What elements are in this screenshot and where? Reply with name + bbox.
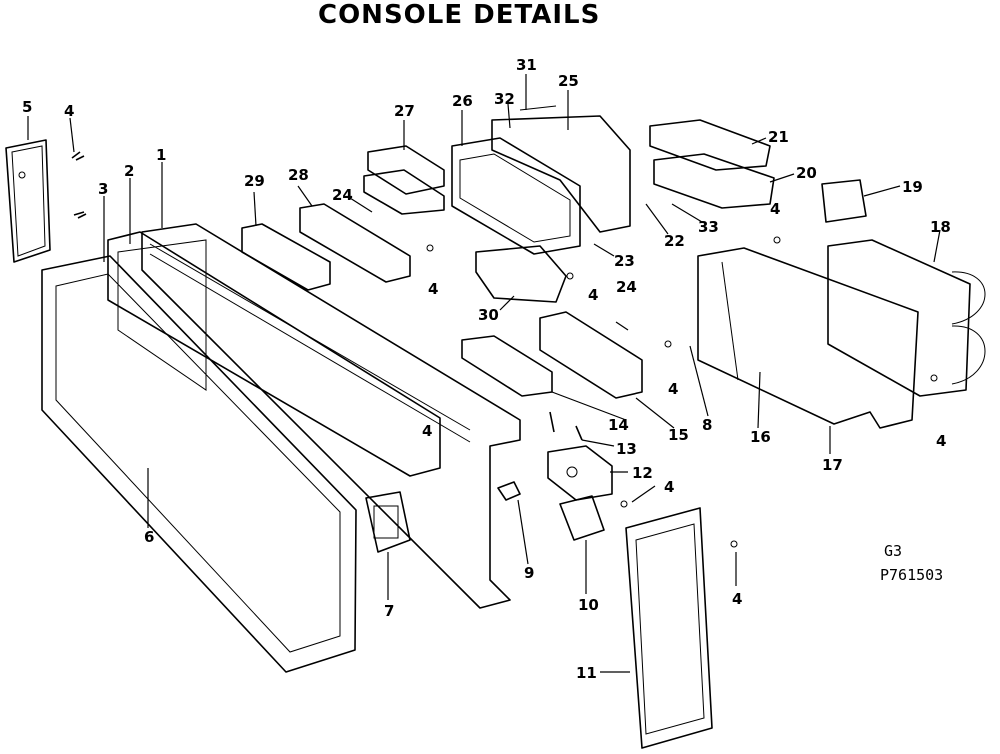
callout-10: 10 xyxy=(578,596,599,614)
part-6-front-frame xyxy=(41,255,357,673)
callout-13: 13 xyxy=(616,440,637,458)
part-19-relay xyxy=(821,179,867,223)
callout-12: 12 xyxy=(632,464,653,482)
callout-27: 27 xyxy=(394,102,415,120)
callout-26: 26 xyxy=(452,92,473,110)
part-5-end-cap xyxy=(5,139,51,263)
callout-4: 4 xyxy=(936,432,946,450)
callout-4: 4 xyxy=(664,478,674,496)
part-29-bracket xyxy=(241,223,331,291)
part-4-screws xyxy=(426,236,938,548)
part-13-screw xyxy=(549,411,583,441)
part-18-rear-cover xyxy=(827,239,986,397)
callout-4: 4 xyxy=(422,422,432,440)
part-17-rear-panel xyxy=(697,247,919,429)
callout-5: 5 xyxy=(22,98,32,116)
callout-6: 6 xyxy=(144,528,154,546)
callout-3: 3 xyxy=(98,180,108,198)
part-14-button-strip xyxy=(461,335,553,397)
callout-19: 19 xyxy=(902,178,923,196)
callout-30: 30 xyxy=(478,306,499,324)
callout-18: 18 xyxy=(930,218,951,236)
callout-22: 22 xyxy=(664,232,685,250)
callout-4: 4 xyxy=(668,380,678,398)
part-12-clock-block xyxy=(547,445,613,501)
callout-21: 21 xyxy=(768,128,789,146)
part-9-clip xyxy=(497,481,521,501)
part-2-panel xyxy=(107,231,441,477)
callout-4: 4 xyxy=(588,286,598,304)
callout-9: 9 xyxy=(524,564,534,582)
part-30-bracket xyxy=(475,245,567,303)
callout-23: 23 xyxy=(614,252,635,270)
part-27-button-bar xyxy=(363,145,445,215)
callout-2: 2 xyxy=(124,162,134,180)
callout-8: 8 xyxy=(702,416,712,434)
leader-lines xyxy=(27,74,941,673)
callout-4: 4 xyxy=(64,102,74,120)
part-25-switch-block xyxy=(491,105,631,233)
callout-4: 4 xyxy=(770,200,780,218)
callout-29: 29 xyxy=(244,172,265,190)
callout-16: 16 xyxy=(750,428,771,446)
callout-4: 4 xyxy=(732,590,742,608)
callout-17: 17 xyxy=(822,456,843,474)
callout-31: 31 xyxy=(516,56,537,74)
part-28-control-panel xyxy=(299,203,411,283)
part-21-switch-bank xyxy=(649,119,771,171)
callout-24: 24 xyxy=(616,278,637,296)
part-15-circuit-board xyxy=(539,311,643,399)
callout-20: 20 xyxy=(796,164,817,182)
callout-33: 33 xyxy=(698,218,719,236)
callout-11: 11 xyxy=(576,664,597,682)
diagram-title: CONSOLE DETAILS xyxy=(318,0,601,30)
callout-4: 4 xyxy=(428,280,438,298)
callout-32: 32 xyxy=(494,90,515,108)
callout-15: 15 xyxy=(668,426,689,444)
callout-7: 7 xyxy=(384,602,394,620)
part-26-switch-housing xyxy=(451,137,581,255)
part-4-screw-a xyxy=(71,151,87,219)
part-7-switch xyxy=(365,491,411,553)
callout-14: 14 xyxy=(608,416,629,434)
part-20-switch-bank xyxy=(653,153,775,209)
figure-code: G3 xyxy=(884,542,902,560)
callout-25: 25 xyxy=(558,72,579,90)
part-11-end-cap xyxy=(625,507,713,749)
part-1-console-housing xyxy=(141,223,521,609)
callout-24: 24 xyxy=(332,186,353,204)
callout-1: 1 xyxy=(156,146,166,164)
drawing-number: P761503 xyxy=(880,566,943,584)
part-10-bracket xyxy=(559,495,605,541)
callout-28: 28 xyxy=(288,166,309,184)
